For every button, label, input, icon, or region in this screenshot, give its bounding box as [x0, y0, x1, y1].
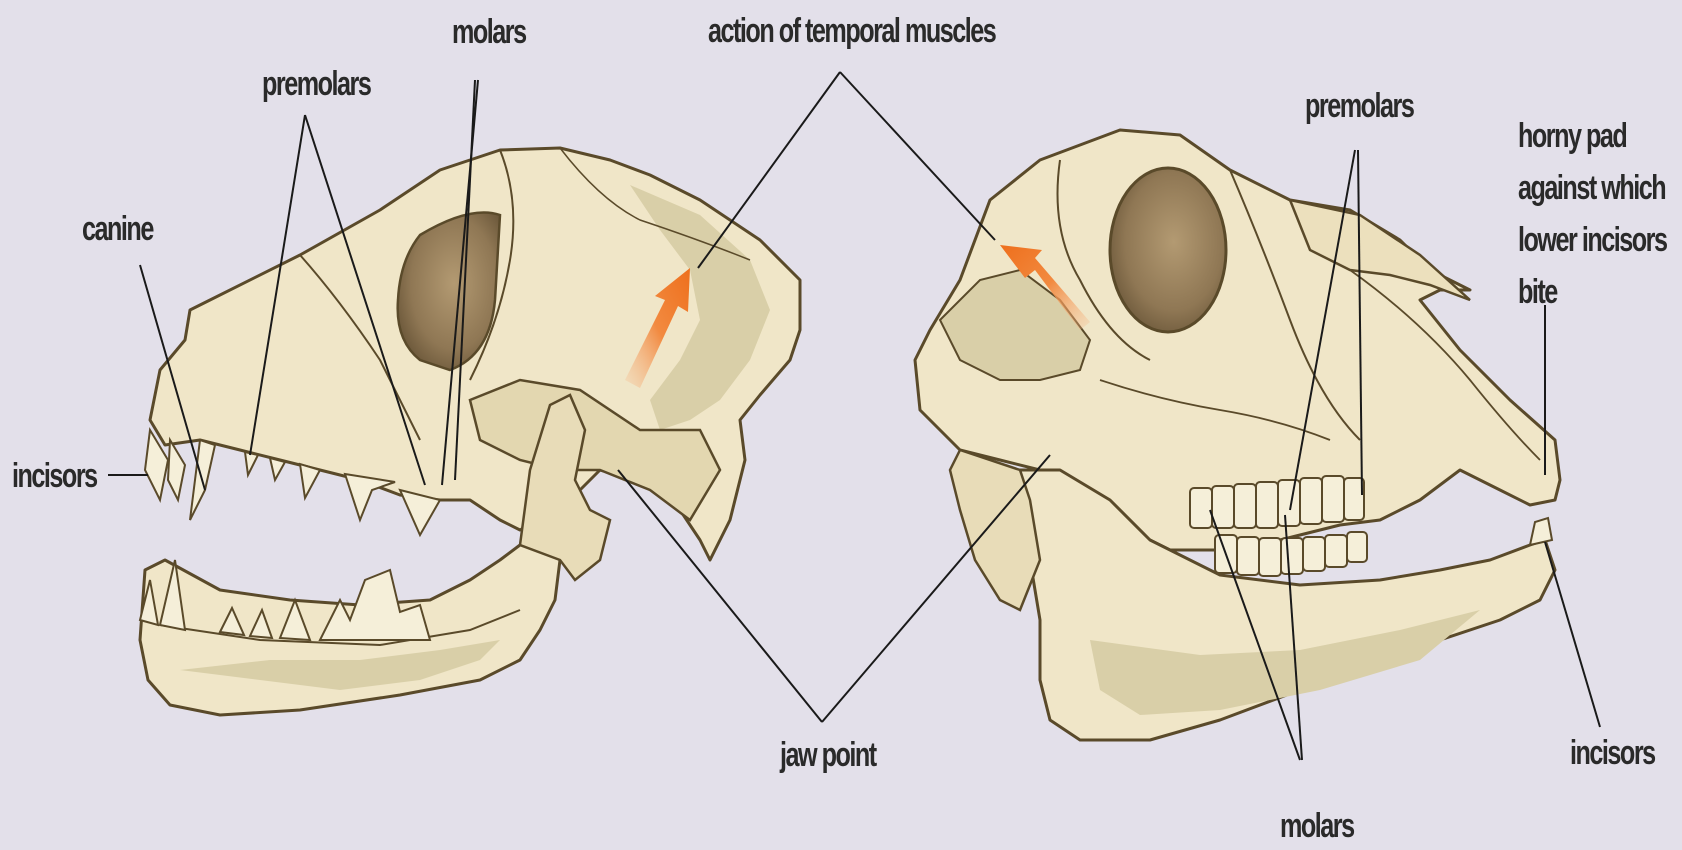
leader-incisors-right [1545, 542, 1600, 727]
label-action-temporal-muscles: action of temporal muscles [708, 13, 995, 49]
herbivore-orbit [1110, 168, 1226, 332]
herbivore-lower-incisors [1530, 518, 1552, 545]
label-horny-pad-line-3: lower incisors [1518, 214, 1666, 266]
label-canine: canine [82, 211, 153, 247]
label-horny-pad-line-1: horny pad [1518, 110, 1666, 162]
label-horny-pad: horny pad against which lower incisors b… [1518, 110, 1666, 318]
herbivore-lower-teeth [1215, 532, 1367, 576]
leader-action-right [840, 72, 995, 240]
leader-action-left [698, 72, 840, 268]
label-molars-bottom: molars [1280, 808, 1354, 844]
label-incisors-left: incisors [12, 458, 97, 494]
herbivore-skull [915, 130, 1560, 740]
label-molars-top: molars [452, 14, 526, 50]
label-premolars-left: premolars [262, 66, 370, 102]
label-premolars-right: premolars [1305, 88, 1413, 124]
label-jaw-point: jaw point [780, 737, 876, 773]
label-horny-pad-line-2: against which [1518, 162, 1666, 214]
label-incisors-right: incisors [1570, 735, 1655, 771]
label-horny-pad-line-4: bite [1518, 266, 1666, 318]
carnivore-skull [140, 148, 800, 715]
